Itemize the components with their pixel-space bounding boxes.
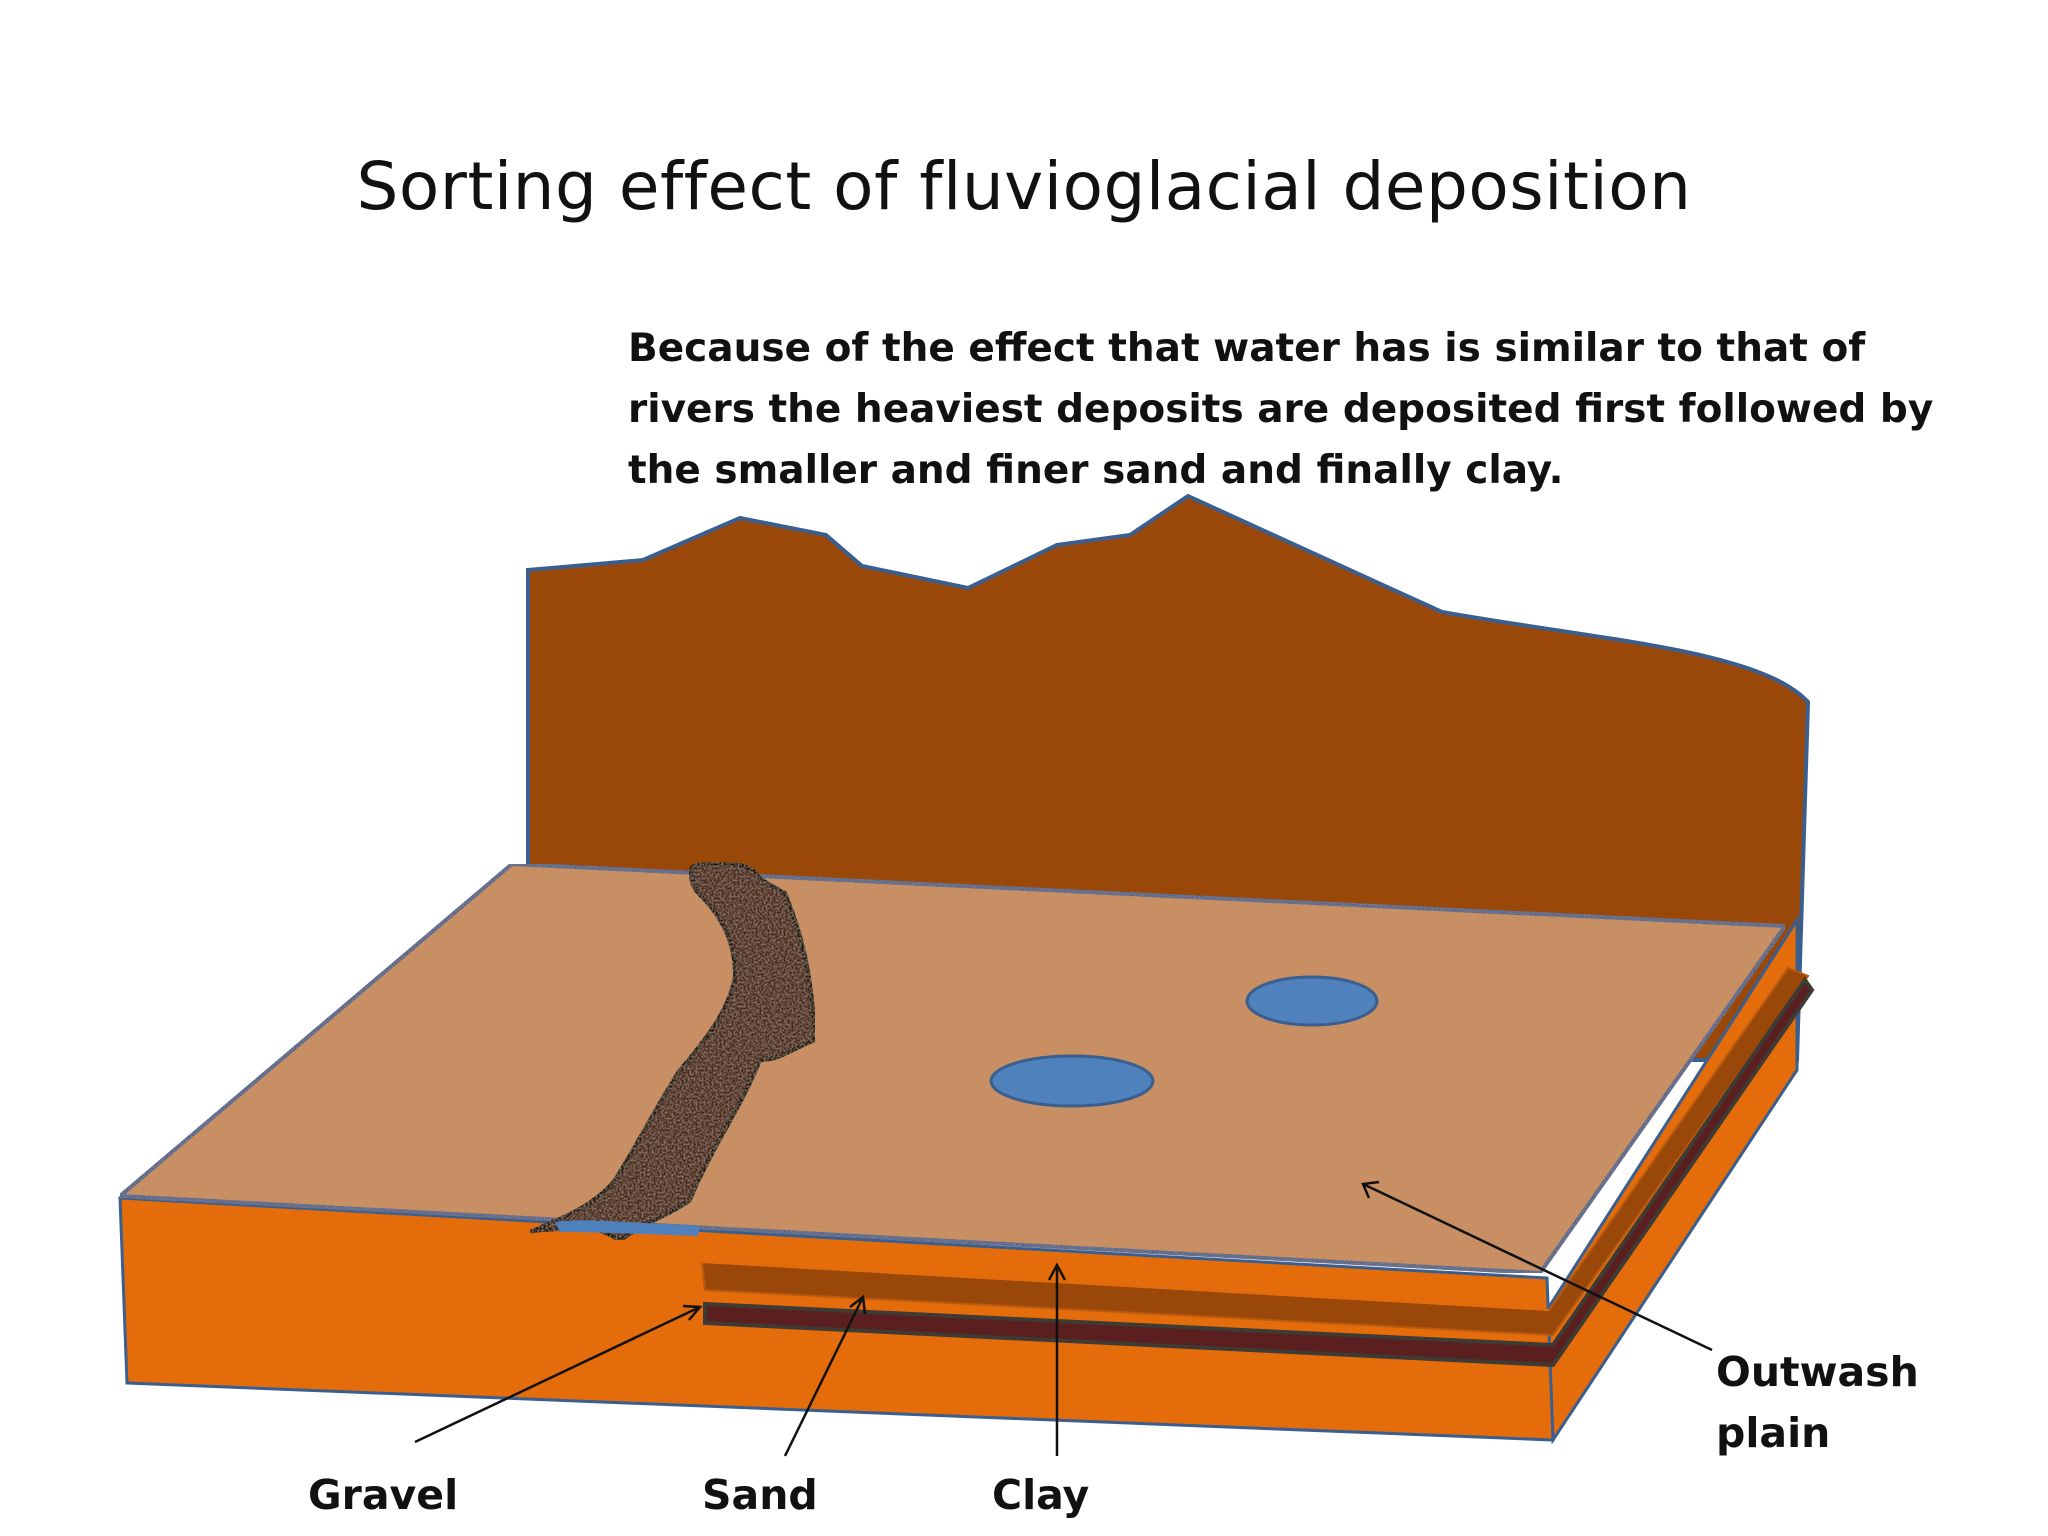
- gravel-leader-line: [414, 1305, 701, 1444]
- sand-label: Sand: [702, 1471, 818, 1519]
- diagram-title: Sorting effect of fluvioglacial depositi…: [356, 148, 1692, 225]
- outwash-plain-label: Outwash plain: [1716, 1348, 1919, 1457]
- outwash-plain-surface: [114, 861, 1789, 1276]
- gravel-layer: [703, 976, 1815, 1368]
- outwash-arrowhead: [1361, 1180, 1380, 1199]
- description-text: Because of the effect that water has is …: [628, 326, 1934, 493]
- meltwater-lake-large: [989, 1054, 1155, 1108]
- clay-arrowhead: [1047, 1262, 1067, 1281]
- sand-leader-line: [783, 1296, 865, 1457]
- clay-layer-edge: [701, 1261, 1550, 1311]
- clay-label: Clay: [992, 1471, 1090, 1519]
- gravel-arrowhead: [682, 1304, 703, 1321]
- meltwater-lake-small: [1245, 975, 1379, 1027]
- outwash-leader-line: [1362, 1182, 1713, 1352]
- gravel-label: Gravel: [308, 1471, 459, 1519]
- stream-end-water: [555, 1220, 700, 1236]
- sand-arrowhead: [849, 1294, 867, 1315]
